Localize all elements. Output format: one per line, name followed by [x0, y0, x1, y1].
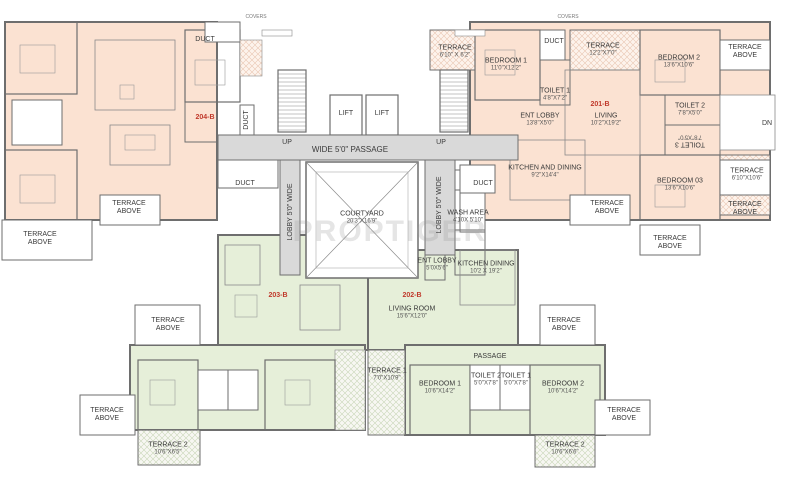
passage-label: WIDE 5'0" PASSAGE	[311, 145, 389, 154]
unit-label-201b: 201-B	[590, 101, 610, 108]
room-passage-202: PASSAGE	[473, 353, 507, 360]
stair-dn-label: DN	[761, 120, 773, 127]
unit-204b	[4, 21, 263, 221]
unit-label-202b: 202-B	[402, 292, 422, 299]
duct-label-top-right: DUCT	[544, 38, 564, 45]
lobby-label-right: LOBBY 5'0" WIDE	[436, 176, 443, 234]
duct-label-mid-right: DUCT	[473, 180, 493, 187]
core	[217, 29, 519, 279]
duct-label-mid-left: DUCT	[235, 180, 255, 187]
stair-up-left: UP	[282, 139, 292, 146]
terraces-above	[1, 39, 771, 436]
covers-label-right: COVERS	[557, 14, 579, 20]
covers-label-left: COVERS	[245, 14, 267, 20]
duct-label-small: DUCT	[243, 110, 250, 130]
unit-202b	[367, 229, 606, 468]
unit-203b	[129, 234, 369, 466]
lift-label-2: LIFT	[374, 110, 390, 117]
lift-label-1: LIFT	[338, 110, 354, 117]
lobby-label-left: LOBBY 5'0" WIDE	[287, 183, 294, 241]
unit-label-203b: 203-B	[268, 292, 288, 299]
duct-label-top-left: DUCT	[195, 36, 215, 43]
unit-label-204b: 204-B	[195, 114, 215, 121]
stair-up-right: UP	[436, 139, 446, 146]
watermark: PROPTIGER	[292, 215, 488, 248]
